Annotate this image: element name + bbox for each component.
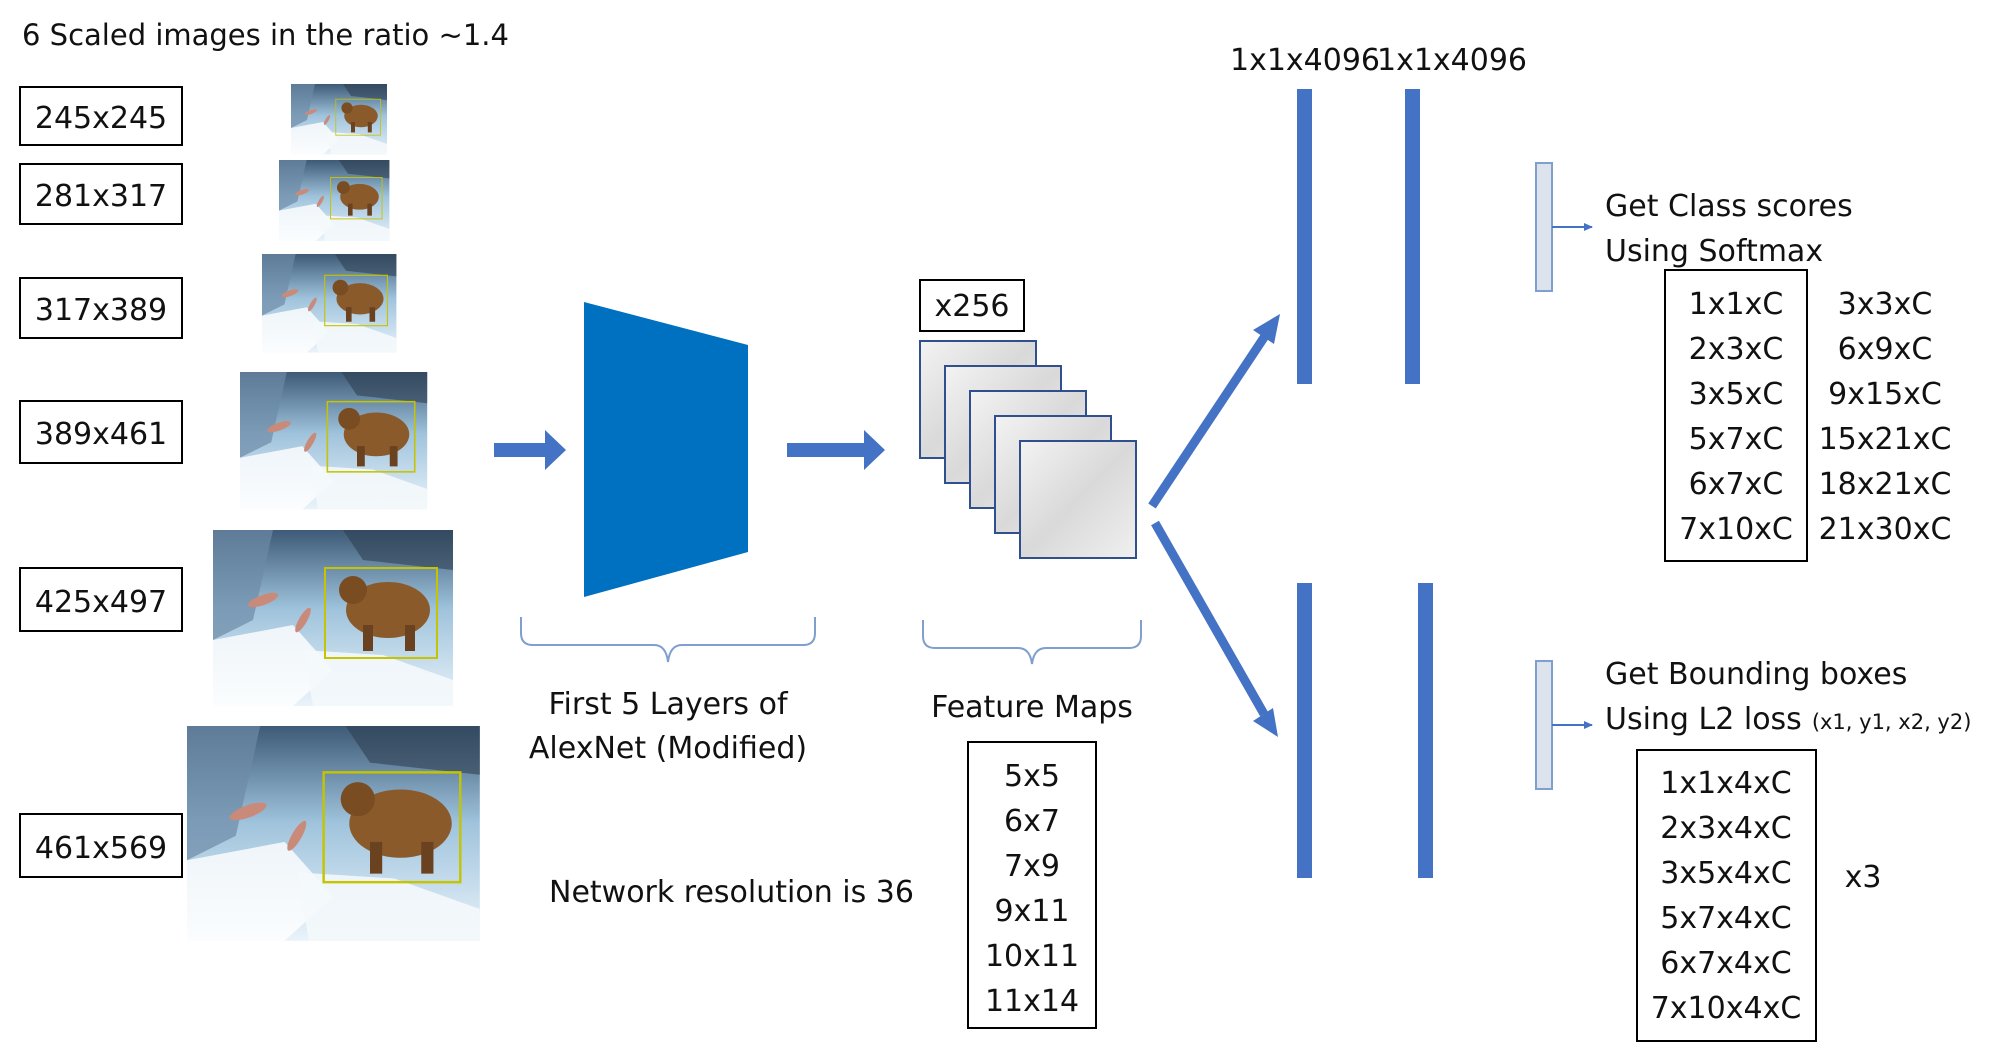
scale-box	[19, 86, 183, 146]
class-size: 7x10xC	[1679, 512, 1793, 547]
alexnet-block	[584, 302, 748, 597]
feature-map-stack	[919, 340, 1137, 559]
resolution-note: Network resolution is 36	[549, 875, 914, 910]
scale-label: 461x569	[35, 831, 167, 866]
fc-label-2: 1x1x4096	[1377, 43, 1527, 78]
bear-image-1	[290, 83, 388, 155]
class-size-list-plain: 3x3xC 6x9xC 9x15xC 15x21xC 18x21xC 21x30…	[1819, 287, 1952, 547]
scaled-images	[185, 83, 482, 942]
bbox-branch-line2-main: Using L2 loss	[1605, 702, 1802, 737]
feature-size: 10x11	[985, 939, 1079, 974]
class-output-layer	[1535, 162, 1553, 292]
class-size-plain: 9x15xC	[1828, 377, 1942, 412]
bbox-coords-note: (x1, y1, x2, y2)	[1812, 710, 1972, 734]
class-size-box	[1664, 269, 1808, 562]
bbox-size-box	[1636, 749, 1817, 1042]
bbox-output-layer	[1535, 660, 1553, 790]
network-brace	[520, 617, 816, 663]
network-label-line2: AlexNet (Modified)	[529, 731, 807, 766]
arrow-to-network	[494, 430, 566, 470]
scale-label: 425x497	[35, 585, 167, 620]
class-branch-line2: Using Softmax	[1605, 234, 1823, 269]
class-size-plain: 21x30xC	[1819, 512, 1952, 547]
scale-label: 317x389	[35, 293, 167, 328]
arrow-head-down	[1253, 708, 1278, 737]
class-size-plain: 6x9xC	[1838, 332, 1933, 367]
bear-image-3	[261, 253, 397, 354]
bbox-multiplier: x3	[1845, 860, 1882, 895]
arrow-to-feature-maps	[787, 430, 885, 470]
network-label-line1: First 5 Layers of	[548, 687, 788, 722]
bbox-size: 7x10x4xC	[1651, 991, 1802, 1026]
scale-box	[19, 567, 183, 632]
feature-size: 5x5	[1004, 759, 1060, 794]
bbox-branch-line1: Get Bounding boxes	[1605, 657, 1907, 692]
scale-box	[19, 400, 183, 464]
feature-size-box	[967, 741, 1097, 1029]
fc-label-1: 1x1x4096	[1230, 43, 1380, 78]
fc-bar-bbox-1	[1297, 583, 1312, 878]
scale-box	[19, 813, 183, 878]
arrow-head-up	[1253, 314, 1280, 344]
bbox-size: 5x7x4xC	[1660, 901, 1791, 936]
feature-map	[1019, 440, 1137, 559]
scale-label: 389x461	[35, 417, 167, 452]
bbox-size: 1x1x4xC	[1660, 766, 1791, 801]
class-size: 3x5xC	[1689, 377, 1784, 412]
bear-image-4	[239, 371, 428, 511]
bbox-size: 3x5x4xC	[1660, 856, 1791, 891]
feature-count-label: x256	[934, 289, 1009, 324]
feature-count-box	[919, 279, 1025, 332]
feature-maps-brace	[922, 620, 1142, 665]
scale-label: 245x245	[35, 101, 167, 136]
bear-image-2	[278, 159, 390, 242]
class-size-plain: 15x21xC	[1819, 422, 1952, 457]
feature-maps-label: Feature Maps	[931, 690, 1133, 725]
feature-size-list: 5x5 6x7 7x9 9x11 10x11 11x14	[985, 759, 1079, 1019]
fc-bar-bbox-2	[1418, 583, 1433, 878]
feature-size: 11x14	[985, 984, 1079, 1019]
class-size-plain: 18x21xC	[1819, 467, 1952, 502]
class-size: 1x1xC	[1689, 287, 1784, 322]
fc-bar-class-1	[1297, 89, 1312, 384]
arrow-to-class-branch	[1148, 333, 1269, 509]
fc-bar-class-2	[1405, 89, 1420, 384]
bbox-size: 2x3x4xC	[1660, 811, 1791, 846]
class-size-list: 1x1xC 2x3xC 3x5xC 5x7xC 6x7xC 7x10xC	[1679, 287, 1793, 547]
scale-label: 281x317	[35, 179, 167, 214]
class-size: 2x3xC	[1689, 332, 1784, 367]
scale-list: 245x245 281x317 317x389 389x461 425x497 …	[19, 86, 183, 878]
feature-size: 9x11	[994, 894, 1069, 929]
diagram-title: 6 Scaled images in the ratio ~1.4	[22, 18, 509, 52]
feature-size: 6x7	[1004, 804, 1060, 839]
class-size-plain: 3x3xC	[1838, 287, 1933, 322]
bear-image-5	[212, 529, 454, 707]
feature-size: 7x9	[1004, 849, 1060, 884]
scale-box	[19, 163, 183, 225]
class-size: 6x7xC	[1689, 467, 1784, 502]
arrow-to-bbox-branch	[1151, 520, 1268, 717]
scale-box	[19, 277, 183, 339]
class-size: 5x7xC	[1689, 422, 1784, 457]
class-branch-line1: Get Class scores	[1605, 189, 1853, 224]
bbox-size-list: 1x1x4xC 2x3x4xC 3x5x4xC 5x7x4xC 6x7x4xC …	[1651, 766, 1802, 1026]
bbox-size: 6x7x4xC	[1660, 946, 1791, 981]
bear-image-6	[185, 724, 482, 942]
bbox-branch-line2: Using L2 loss (x1, y1, x2, y2)	[1605, 702, 1971, 737]
